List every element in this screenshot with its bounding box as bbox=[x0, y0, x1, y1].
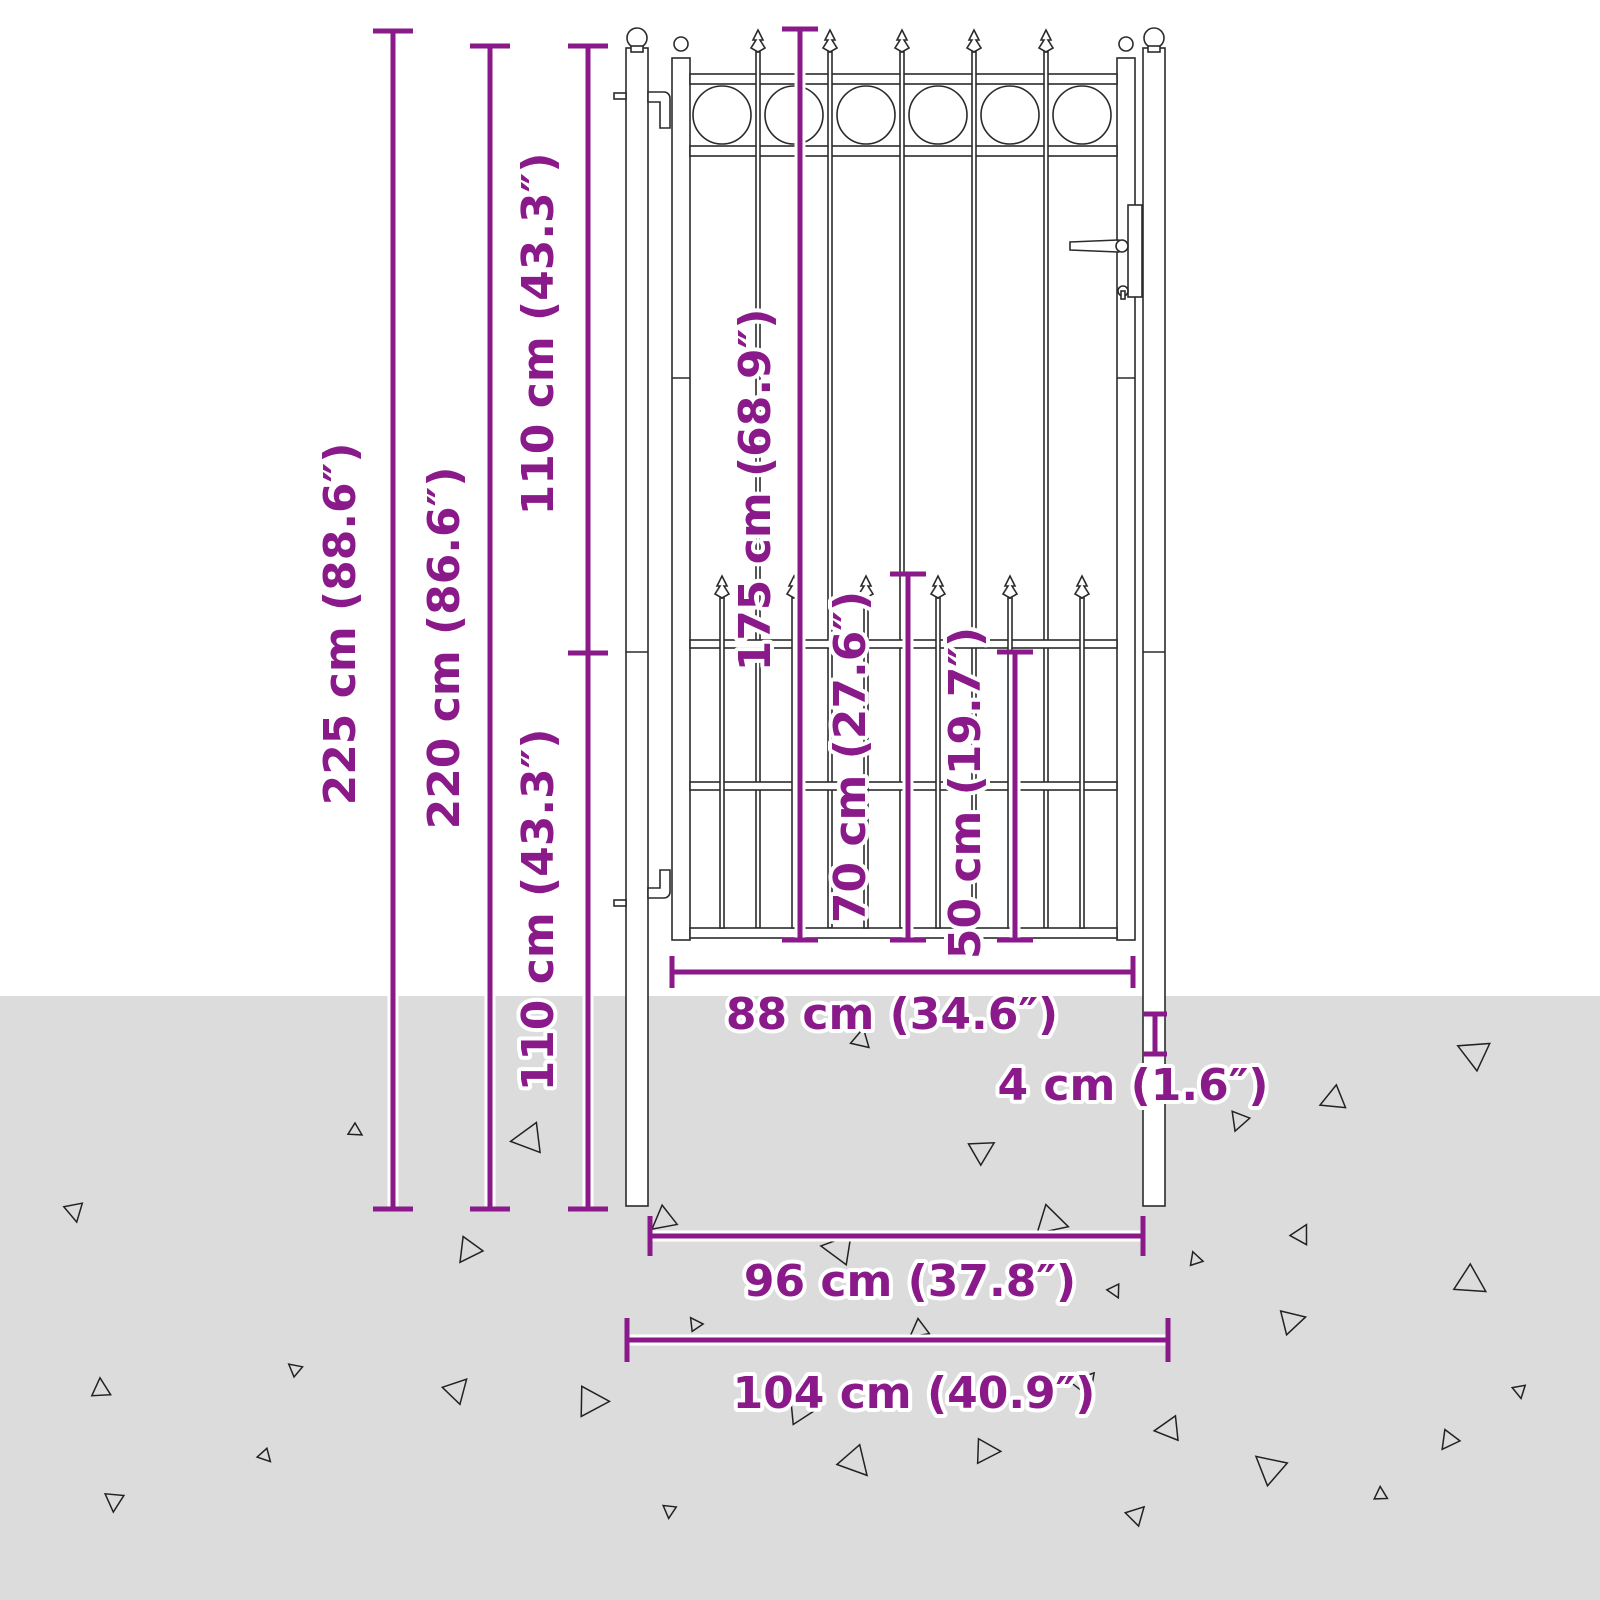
gravel-mark bbox=[661, 1504, 678, 1521]
spear-tip-icon bbox=[857, 574, 875, 599]
lower-post-dimension bbox=[568, 650, 608, 1212]
upper-bar bbox=[1043, 51, 1049, 929]
gravel-mark bbox=[346, 1121, 364, 1136]
spear-tip-icon bbox=[893, 28, 911, 53]
leaf-width-dimension bbox=[669, 956, 1136, 988]
outer-width-dimension bbox=[624, 1318, 1171, 1362]
gravel-mark bbox=[1123, 1505, 1146, 1528]
lower-bar bbox=[1079, 597, 1085, 929]
leaf-height-dimension bbox=[782, 26, 818, 943]
upper-post-height-label: 110 cm (43.3″) bbox=[513, 153, 564, 516]
lower-bar bbox=[719, 597, 725, 929]
lower-post-height-label: 110 cm (43.3″) bbox=[513, 729, 564, 1092]
ball-finial-icon bbox=[673, 36, 689, 52]
gravel-mark bbox=[1152, 1414, 1179, 1442]
spear-tip-icon bbox=[1001, 574, 1019, 599]
gravel-mark bbox=[976, 1437, 1003, 1465]
gravel-mark bbox=[789, 1391, 821, 1426]
spear-tip-icon bbox=[965, 28, 983, 53]
gravel-mark bbox=[103, 1492, 126, 1514]
gravel-mark bbox=[1279, 1309, 1308, 1337]
inner-width-dimension bbox=[647, 1216, 1146, 1256]
upper-post-dimension bbox=[568, 43, 608, 656]
gravel-mark bbox=[1067, 1371, 1096, 1399]
ball-finial-icon bbox=[1143, 27, 1165, 49]
gravel-mark bbox=[1035, 1203, 1070, 1235]
gravel-mark bbox=[650, 1203, 679, 1231]
gravel-mark bbox=[1372, 1484, 1389, 1500]
outer-width-label: 104 cm (40.9″) bbox=[733, 1368, 1096, 1419]
gravel-mark bbox=[1441, 1428, 1462, 1451]
decorative-ring bbox=[1052, 85, 1112, 145]
gravel-mark bbox=[90, 1376, 112, 1397]
left-post bbox=[625, 27, 649, 1207]
decorative-ring-row bbox=[692, 84, 1112, 146]
ground bbox=[0, 996, 1600, 1600]
gravel-mark bbox=[287, 1363, 304, 1379]
decorative-ring bbox=[692, 85, 752, 145]
gate-height-dimension bbox=[470, 43, 510, 1212]
post-width-dimension bbox=[1143, 1011, 1167, 1057]
ball-finial-icon bbox=[1118, 36, 1134, 52]
keyhole-icon bbox=[1117, 285, 1129, 300]
gravel-mark bbox=[967, 1141, 996, 1167]
decorative-ring bbox=[836, 85, 896, 145]
gravel-mark bbox=[1452, 1262, 1488, 1293]
lower-panel-height-label: 50 cm (19.7″) bbox=[940, 627, 991, 959]
spear-tip-icon bbox=[821, 28, 839, 53]
decorative-ring bbox=[764, 85, 824, 145]
decorative-ring bbox=[908, 85, 968, 145]
gravel-mark bbox=[835, 1443, 869, 1477]
gravel-mark bbox=[440, 1378, 468, 1406]
lower-spear-height-label: 70 cm (27.6″) bbox=[825, 591, 876, 923]
total-height-label: 225 cm (88.6″) bbox=[315, 443, 366, 806]
gravel-mark bbox=[1288, 1223, 1308, 1246]
total-height-dimension bbox=[373, 28, 413, 1212]
gravel-mark bbox=[62, 1202, 84, 1224]
gravel-mark bbox=[689, 1316, 705, 1333]
lower-spear-dimension bbox=[890, 571, 926, 943]
spear-tip-icon bbox=[1073, 574, 1091, 599]
right-post bbox=[1142, 27, 1166, 1207]
ground-gravel-marks bbox=[62, 1026, 1527, 1528]
gravel-mark bbox=[255, 1446, 272, 1463]
leaf-width-label: 88 cm (34.6″) bbox=[726, 989, 1058, 1040]
gravel-mark bbox=[1318, 1083, 1347, 1109]
inner-width-label: 96 cm (37.8″) bbox=[744, 1256, 1076, 1307]
spear-tip-icon bbox=[713, 574, 731, 599]
spear-tip-icon bbox=[1037, 28, 1055, 53]
post-width-label: 4 cm (1.6″) bbox=[997, 1060, 1268, 1111]
lower-panel-dimension bbox=[997, 649, 1033, 943]
gravel-mark bbox=[1254, 1455, 1289, 1488]
hinge-icon bbox=[613, 91, 671, 129]
gravel-mark bbox=[1105, 1282, 1120, 1300]
spear-tip-icon bbox=[929, 574, 947, 599]
gravel-mark bbox=[1231, 1110, 1252, 1133]
gravel-mark bbox=[580, 1385, 612, 1418]
door-handle-icon bbox=[1069, 204, 1143, 298]
decorative-ring bbox=[980, 85, 1040, 145]
gravel-mark bbox=[849, 1026, 871, 1049]
leaf-height-label: 175 cm (68.9″) bbox=[730, 309, 781, 672]
gravel-mark bbox=[1456, 1042, 1491, 1073]
gravel-mark bbox=[508, 1121, 541, 1154]
ball-finial-icon bbox=[626, 27, 648, 49]
gravel-mark bbox=[1189, 1250, 1205, 1267]
gravel-mark bbox=[459, 1235, 485, 1264]
dimension-lines bbox=[373, 26, 1171, 1362]
gate-height-label: 220 cm (86.6″) bbox=[419, 467, 470, 830]
gravel-mark bbox=[1510, 1384, 1527, 1401]
spear-tip-icon bbox=[749, 28, 767, 53]
hinge-icon bbox=[613, 869, 671, 907]
